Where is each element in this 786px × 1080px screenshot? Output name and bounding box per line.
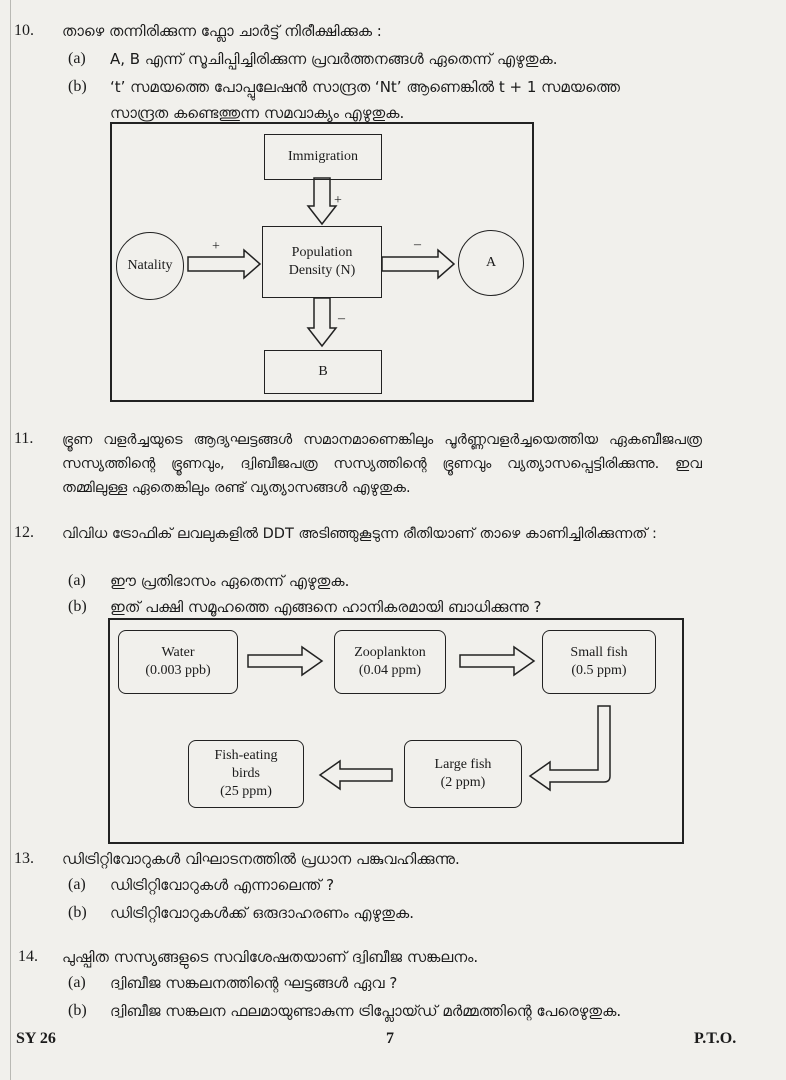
small-fish-box: Small fish (0.5 ppm)	[542, 630, 656, 694]
q10-a-text: A, B എന്ന് സൂചിപ്പിച്ചിരിക്കുന്ന പ്രവർത്…	[110, 50, 558, 68]
q13-number: 13.	[14, 850, 34, 867]
population-arrows	[187, 177, 456, 348]
smallfish-largefish-arrow	[528, 705, 611, 792]
population-flowchart-frame: Immigration Natality Population Density …	[110, 122, 534, 402]
immigration-label: Immigration	[288, 149, 358, 164]
q14-number: 14.	[18, 948, 38, 965]
immigration-arrow	[306, 177, 338, 226]
q13-b-label: (b)	[68, 904, 87, 921]
page-edge-line	[10, 0, 11, 1080]
q13-a-label: (a)	[68, 876, 86, 893]
population-density-label: Population Density (N)	[288, 245, 356, 278]
zooplankton-box: Zooplankton (0.04 ppm)	[334, 630, 446, 694]
water-box: Water (0.003 ppb)	[118, 630, 238, 694]
natality-arrow	[187, 248, 262, 280]
q12-a-label: (a)	[68, 572, 86, 589]
fish-eating-birds-box: Fish-eating birds (25 ppm)	[188, 740, 304, 808]
b-arrow	[306, 297, 338, 348]
birds-label-line1: Fish-eating	[214, 748, 278, 763]
small-fish-label: Small fish	[570, 645, 628, 660]
q14-text: പുഷ്പിത സസ്യങ്ങളുടെ സവിശേഷതയാണ് ദ്വിബീജ …	[62, 948, 479, 966]
large-fish-box: Large fish (2 ppm)	[404, 740, 522, 808]
a-label: A	[485, 255, 497, 270]
q12-a-text: ഈ പ്രതിഭാസം ഏതെന്ന് എഴുതുക.	[110, 572, 350, 590]
q12-text: വിവിധ ട്രോഫിക് ലവലുകളിൽ DDT അടിഞ്ഞുകൂടുന…	[62, 526, 657, 542]
q10-number: 10.	[14, 22, 34, 39]
q14-b-text: ദ്വിബീജ സങ്കലന ഫലമായുണ്ടാകുന്ന ട്രിപ്ലോയ…	[110, 1002, 622, 1020]
q13-text: ഡിട്രിറ്റിവോറുകൾ വിഘാടനത്തിൽ പ്രധാന പങ്ക…	[62, 850, 460, 868]
plus-sign-natality: +	[212, 239, 220, 254]
q12-b-text: ഇത് പക്ഷി സമൂഹത്തെ എങ്ങനെ ഹാനികരമായി ബാധ…	[110, 598, 542, 616]
a-arrow	[381, 248, 456, 280]
b-box: B	[264, 350, 382, 394]
largefish-birds-arrow	[318, 759, 393, 791]
q10-a-label: (a)	[68, 50, 86, 67]
plus-sign-immigration: +	[334, 193, 342, 208]
q13-b-text: ഡിട്രിറ്റിവോറുകൾക്ക് ഒരുദാഹരണം എഴുതുക.	[110, 904, 414, 922]
pto-label: P.T.O.	[694, 1030, 737, 1047]
a-circle: A	[458, 230, 524, 296]
birds-label-line2: birds	[232, 766, 260, 781]
population-density-box: Population Density (N)	[262, 226, 382, 298]
water-value: (0.003 ppb)	[145, 663, 211, 678]
minus-sign-b: –	[338, 311, 345, 326]
large-fish-label: Large fish	[434, 757, 492, 772]
q12-number: 12.	[14, 524, 34, 541]
q13-a-text: ഡിട്രിറ്റിവോറുകൾ എന്നാലെന്ത് ?	[110, 876, 335, 894]
ddt-flowchart-frame: Water (0.003 ppb) Zooplankton (0.04 ppm) S…	[108, 618, 684, 844]
q14-a-label: (a)	[68, 974, 86, 991]
small-fish-value: (0.5 ppm)	[571, 663, 627, 678]
q10-text: താഴെ തന്നിരിക്കുന്ന ഫ്ലോ ചാർട്ട് നിരീക്ഷ…	[62, 22, 382, 40]
water-zooplankton-arrow	[247, 645, 324, 677]
q11-text: ഭ്രൂണ വളർച്ചയുടെ ആദ്യഘട്ടങ്ങൾ സമാനമാണെങ്…	[62, 432, 702, 496]
q12-b-label: (b)	[68, 598, 87, 615]
b-label: B	[318, 364, 328, 379]
natality-circle: Natality	[116, 232, 184, 300]
q14-b-label: (b)	[68, 1002, 87, 1019]
ddt-arrows	[247, 645, 611, 792]
q14-a-text: ദ്വിബീജ സങ്കലനത്തിന്റെ ഘട്ടങ്ങൾ ഏവ ?	[110, 974, 398, 992]
paper-code: SY 26	[16, 1030, 56, 1047]
minus-sign-a: –	[414, 237, 421, 252]
immigration-box: Immigration	[264, 134, 382, 180]
zooplankton-label: Zooplankton	[354, 645, 426, 660]
page-number: 7	[386, 1030, 394, 1047]
birds-value: (25 ppm)	[220, 784, 272, 799]
q10-b-label: (b)	[68, 78, 87, 95]
large-fish-value: (2 ppm)	[440, 775, 486, 790]
q10-b-text-line2: സാന്ദ്രത കണ്ടെത്തുന്ന സമവാക്യം എഴുതുക.	[110, 104, 405, 122]
q11-number: 11.	[14, 430, 34, 447]
zooplankton-smallfish-arrow	[459, 645, 536, 677]
water-label: Water	[161, 645, 195, 660]
q10-b-text-line1: ‘t’ സമയത്തെ പോപ്പുലേഷൻ സാന്ദ്രത ‘Nt’ ആണെ…	[110, 78, 620, 96]
natality-label: Natality	[127, 258, 173, 273]
zooplankton-value: (0.04 ppm)	[358, 663, 422, 678]
